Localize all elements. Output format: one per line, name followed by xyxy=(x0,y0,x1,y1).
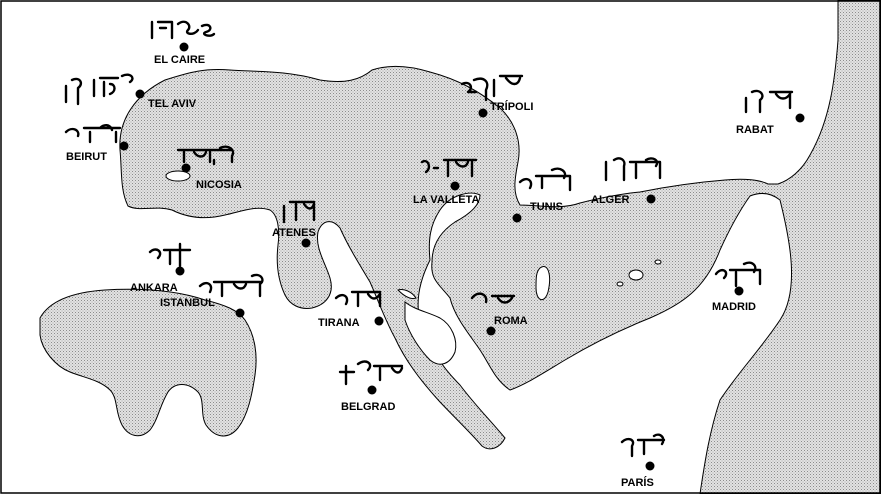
city-label-paris: PARÍS xyxy=(621,476,654,489)
city-label-tirana: TIRANA xyxy=(318,317,360,329)
script-roma xyxy=(470,292,516,304)
script-ankara xyxy=(148,242,192,268)
city-label-atenes: ATENES xyxy=(272,227,316,239)
city-label-tel-aviv: TEL AVIV xyxy=(148,98,197,110)
city-label-tunis: TUNIS xyxy=(530,201,563,213)
city-marker-roma[interactable] xyxy=(486,326,496,336)
city-marker-beirut[interactable] xyxy=(119,141,129,151)
city-label-roma: ROMA xyxy=(494,315,528,327)
city-marker-nicosia[interactable] xyxy=(181,163,191,173)
channel-tirana xyxy=(397,289,417,299)
city-marker-madrid[interactable] xyxy=(734,286,744,296)
city-marker-la-valleta[interactable] xyxy=(450,181,460,191)
water-features xyxy=(165,170,662,301)
city-label-ankara: ANKARA xyxy=(130,282,178,294)
city-marker-el-cairo[interactable] xyxy=(179,42,189,52)
script-istanbul xyxy=(198,273,264,298)
lake-nicosia xyxy=(165,170,191,182)
script-el-cairo xyxy=(150,20,216,40)
city-marker-rabat[interactable] xyxy=(795,113,805,123)
city-label-el-cairo: EL CAIRE xyxy=(154,54,205,66)
city-label-la-valleta: LA VALLETA xyxy=(413,194,479,206)
city-label-tripoli: TRÍPOLI xyxy=(490,100,533,113)
city-label-rabat: RABAT xyxy=(736,124,774,136)
city-marker-belgrad[interactable] xyxy=(367,385,377,395)
city-label-madrid: MADRID xyxy=(712,301,756,313)
land-masses xyxy=(39,0,881,494)
city-marker-tel-aviv[interactable] xyxy=(135,89,145,99)
city-label-beirut: BEIRUT xyxy=(66,151,107,163)
islet-3 xyxy=(654,259,662,265)
script-beirut xyxy=(64,124,122,144)
city-label-nicosia: NICOSIA xyxy=(196,179,242,191)
script-tel-aviv xyxy=(64,73,134,106)
script-tripoli xyxy=(460,74,524,102)
city-marker-tripoli[interactable] xyxy=(478,108,488,118)
islet-1 xyxy=(628,269,644,281)
script-belgrad xyxy=(338,360,404,386)
script-madrid xyxy=(714,261,762,288)
city-label-istanbul: ISTANBUL xyxy=(160,297,215,309)
city-marker-atenes[interactable] xyxy=(301,238,311,248)
land-south xyxy=(404,300,457,365)
islet-2 xyxy=(616,281,624,287)
script-la-valleta xyxy=(420,158,478,178)
city-label-belgrad: BELGRAD xyxy=(341,401,395,413)
city-labels: EL CAIRE TEL AVIV BEIRUT NICOSIA TRÍPOLI… xyxy=(66,54,774,489)
city-marker-istanbul[interactable] xyxy=(235,308,245,318)
land-north xyxy=(119,0,881,494)
script-tirana xyxy=(334,290,382,308)
lake-east xyxy=(535,266,551,301)
city-markers xyxy=(119,42,805,471)
city-marker-paris[interactable] xyxy=(645,461,655,471)
city-marker-alger[interactable] xyxy=(646,194,656,204)
land-south-west xyxy=(39,288,257,437)
city-marker-tunis[interactable] xyxy=(512,213,522,223)
script-rabat xyxy=(744,89,794,114)
city-label-alger: ALGER xyxy=(591,194,630,206)
script-tunis xyxy=(518,167,572,192)
script-nicosia xyxy=(176,145,235,166)
script-glyphs xyxy=(64,20,794,458)
script-paris xyxy=(620,433,666,458)
city-marker-tirana[interactable] xyxy=(374,316,384,326)
script-alger xyxy=(604,157,662,182)
city-marker-ankara[interactable] xyxy=(175,266,185,276)
script-atenes xyxy=(282,200,316,224)
